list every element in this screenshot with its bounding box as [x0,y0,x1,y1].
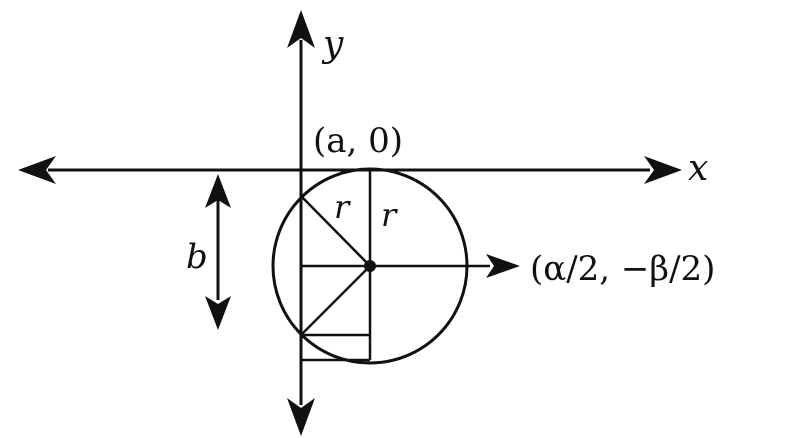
point-a-label: (a, 0) [313,121,403,161]
center-label: (α/2, −β/2) [530,249,715,289]
b-arrow-down-head [205,296,231,330]
x-axis-left-arrow [18,156,56,184]
b-dimension-arrow [205,174,231,330]
radius-line-upper [300,195,371,267]
y-axis-up-arrow [287,10,315,48]
x-axis-label: x [688,148,708,189]
radius-line-lower [300,265,371,336]
radius-left-label: r [334,188,351,226]
y-axis-down-arrow [287,398,315,436]
y-axis [287,10,315,436]
center-arrow-head [486,254,520,278]
y-axis-label: y [321,24,344,65]
radius-right-label: r [381,196,398,234]
x-axis-right-arrow [644,156,682,184]
b-label: b [186,237,208,277]
b-arrow-up-head [205,174,231,208]
